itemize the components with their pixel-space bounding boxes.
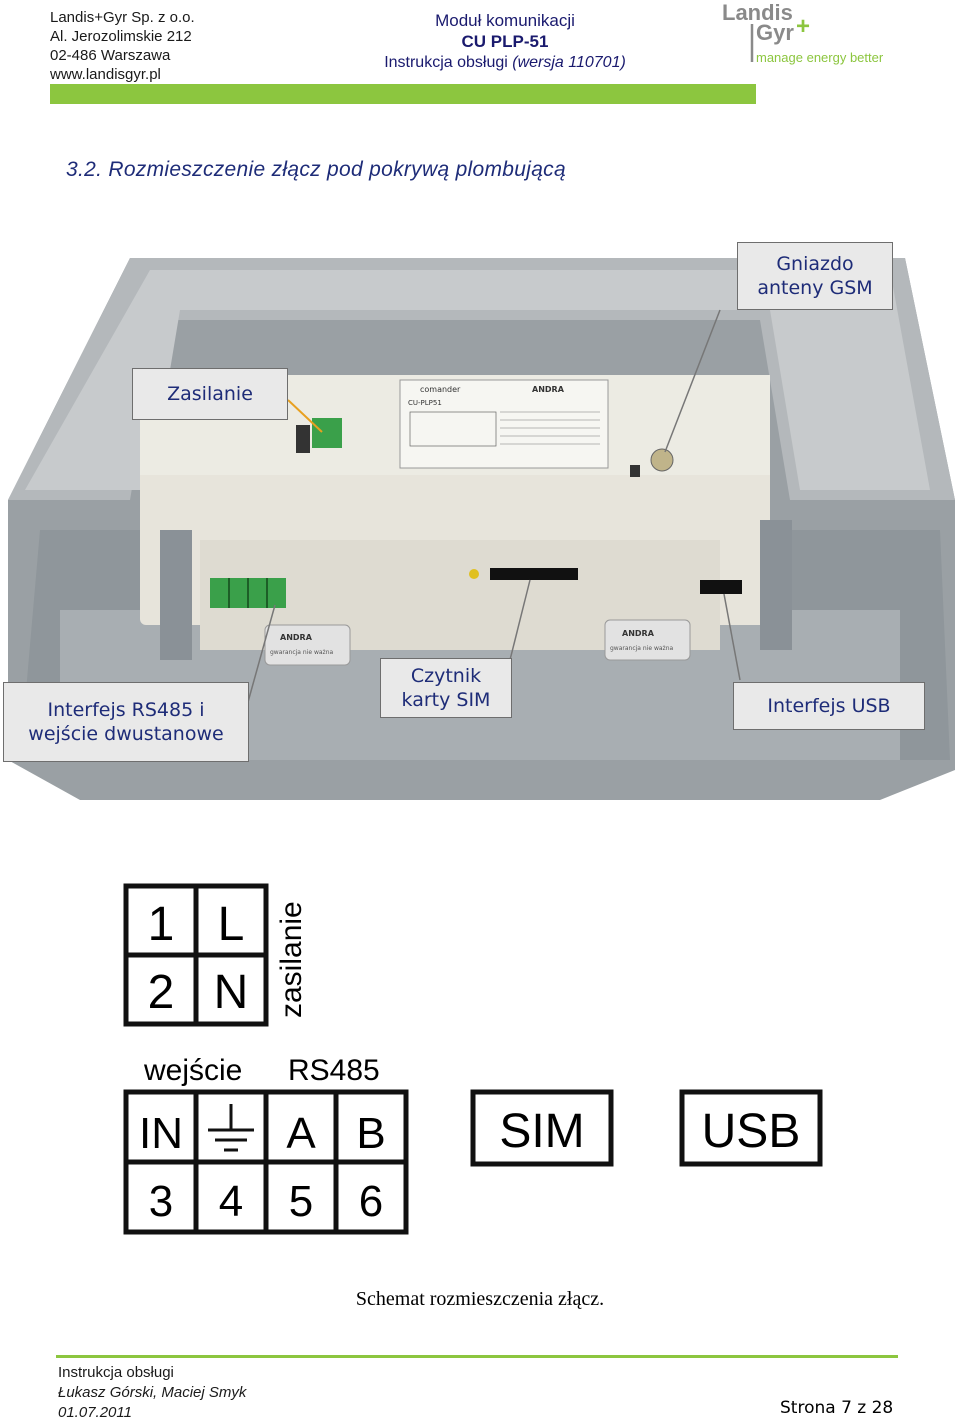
seal-left-andra: ANDRA bbox=[280, 633, 313, 642]
power-label: zasilanie bbox=[275, 901, 308, 1018]
sim-box-label: SIM bbox=[499, 1105, 584, 1158]
sim-slot bbox=[490, 568, 578, 580]
sim-box bbox=[470, 1089, 614, 1167]
figure-caption: Schemat rozmieszczenia złącz. bbox=[355, 1288, 605, 1310]
housing-upper bbox=[8, 258, 955, 500]
input-label: wejście bbox=[143, 1054, 242, 1087]
seal-right-warranty: gwarancja nie ważna bbox=[610, 645, 673, 652]
company-street: Al. Jerozolimskie 212 bbox=[50, 28, 192, 45]
callout-rs485-line2: wejście dwustanowe bbox=[28, 723, 224, 745]
sim-led bbox=[469, 569, 479, 579]
leader-rs485 bbox=[247, 604, 276, 703]
io-cell-B: B bbox=[356, 1109, 385, 1158]
callout-sim-line1: Czytnik bbox=[410, 665, 482, 687]
antenna-switch bbox=[630, 465, 640, 477]
page-number: Strona 7 z 28 bbox=[780, 1398, 894, 1418]
post-right bbox=[760, 520, 792, 650]
connector-schematic: 1 L 2 N zasilanie wejście RS485 IN A B 3… bbox=[123, 883, 823, 1235]
rs485-label: RS485 bbox=[288, 1054, 380, 1087]
manual-version: Instrukcja obsługi (wersja 110701) bbox=[330, 52, 680, 73]
power-cell-1: 1 bbox=[148, 898, 175, 951]
io-cell-IN: IN bbox=[139, 1109, 183, 1158]
callout-usb: Interfejs USB bbox=[733, 682, 925, 730]
nameplate-diagram bbox=[409, 411, 497, 447]
usb-box-label: USB bbox=[702, 1105, 801, 1158]
landis-gyr-logo: Landis Gyr + manage energy better bbox=[722, 0, 884, 65]
power-grid bbox=[123, 883, 269, 1027]
header-address: Landis+Gyr Sp. z o.o. Al. Jerozolimskie … bbox=[50, 8, 195, 84]
header-green-bar bbox=[50, 84, 756, 104]
power-cell-N: N bbox=[214, 966, 249, 1019]
callout-antenna-line1: Gniazdo bbox=[776, 253, 854, 275]
io-cell-3: 3 bbox=[149, 1177, 173, 1226]
power-terminal bbox=[312, 418, 342, 448]
callout-usb-text: Interfejs USB bbox=[767, 695, 891, 717]
warranty-seal-right bbox=[604, 619, 691, 661]
nameplate-andra: ANDRA bbox=[532, 385, 565, 394]
footer-authors: Łukasz Górski, Maciej Smyk bbox=[58, 1384, 247, 1401]
callout-rs485-line1: Interfejs RS485 i bbox=[47, 699, 205, 721]
seal-left-warranty: gwarancja nie ważna bbox=[270, 649, 333, 656]
power-socket bbox=[296, 425, 310, 453]
leader-usb bbox=[723, 593, 741, 681]
manual-label: Instrukcja obsługi bbox=[384, 54, 513, 71]
seal-right-andra: ANDRA bbox=[622, 629, 655, 638]
nameplate-model: CU-PLP51 bbox=[408, 399, 442, 407]
company-name: Landis+Gyr Sp. z o.o. bbox=[50, 9, 195, 26]
nameplate-brand: comander bbox=[420, 385, 461, 394]
version-label: (wersja 110701) bbox=[512, 54, 626, 71]
callout-power: Zasilanie bbox=[132, 368, 288, 420]
warranty-seal-left bbox=[264, 624, 351, 666]
antenna-connector bbox=[650, 448, 674, 472]
logo-line2: Gyr bbox=[756, 20, 794, 45]
nameplate bbox=[399, 379, 609, 469]
post-left bbox=[160, 530, 192, 660]
ground-icon bbox=[208, 1104, 254, 1152]
callout-sim-line2: karty SIM bbox=[401, 689, 491, 711]
product-name: CU PLP-51 bbox=[461, 32, 549, 51]
footer-green-line bbox=[56, 1355, 898, 1358]
section-title: 3.2. Rozmieszczenie złącz pod pokrywą pl… bbox=[66, 158, 566, 181]
company-website[interactable]: www.landisgyr.pl bbox=[50, 66, 161, 83]
io-cell-6: 6 bbox=[359, 1177, 383, 1226]
logo-plus: + bbox=[796, 13, 810, 40]
footer-doc: Instrukcja obsługi bbox=[58, 1364, 174, 1381]
footer-date: 01.07.2011 bbox=[58, 1404, 132, 1421]
io-grid bbox=[123, 1089, 409, 1235]
callout-antenna-line2: anteny GSM bbox=[757, 277, 873, 299]
leader-power bbox=[287, 399, 323, 433]
leader-antenna bbox=[664, 309, 721, 453]
io-cell-4: 4 bbox=[219, 1177, 243, 1226]
leader-sim bbox=[509, 579, 531, 661]
usb-box bbox=[679, 1089, 823, 1167]
io-cell-5: 5 bbox=[289, 1177, 313, 1226]
io-cell-A: A bbox=[286, 1109, 316, 1158]
company-city: 02-486 Warszawa bbox=[50, 47, 171, 64]
usb-port bbox=[700, 580, 742, 594]
logo-tagline: manage energy better bbox=[756, 50, 884, 65]
power-cell-L: L bbox=[218, 898, 245, 951]
power-cell-2: 2 bbox=[148, 966, 175, 1019]
header-title-block: Moduł komunikacji CU PLP-51 Instrukcja o… bbox=[330, 10, 680, 73]
callout-power-text: Zasilanie bbox=[167, 383, 253, 405]
footer-info: Instrukcja obsługi Łukasz Górski, Maciej… bbox=[58, 1363, 246, 1423]
logo-line1: Landis bbox=[722, 0, 793, 25]
module-title: Moduł komunikacji bbox=[435, 11, 575, 30]
